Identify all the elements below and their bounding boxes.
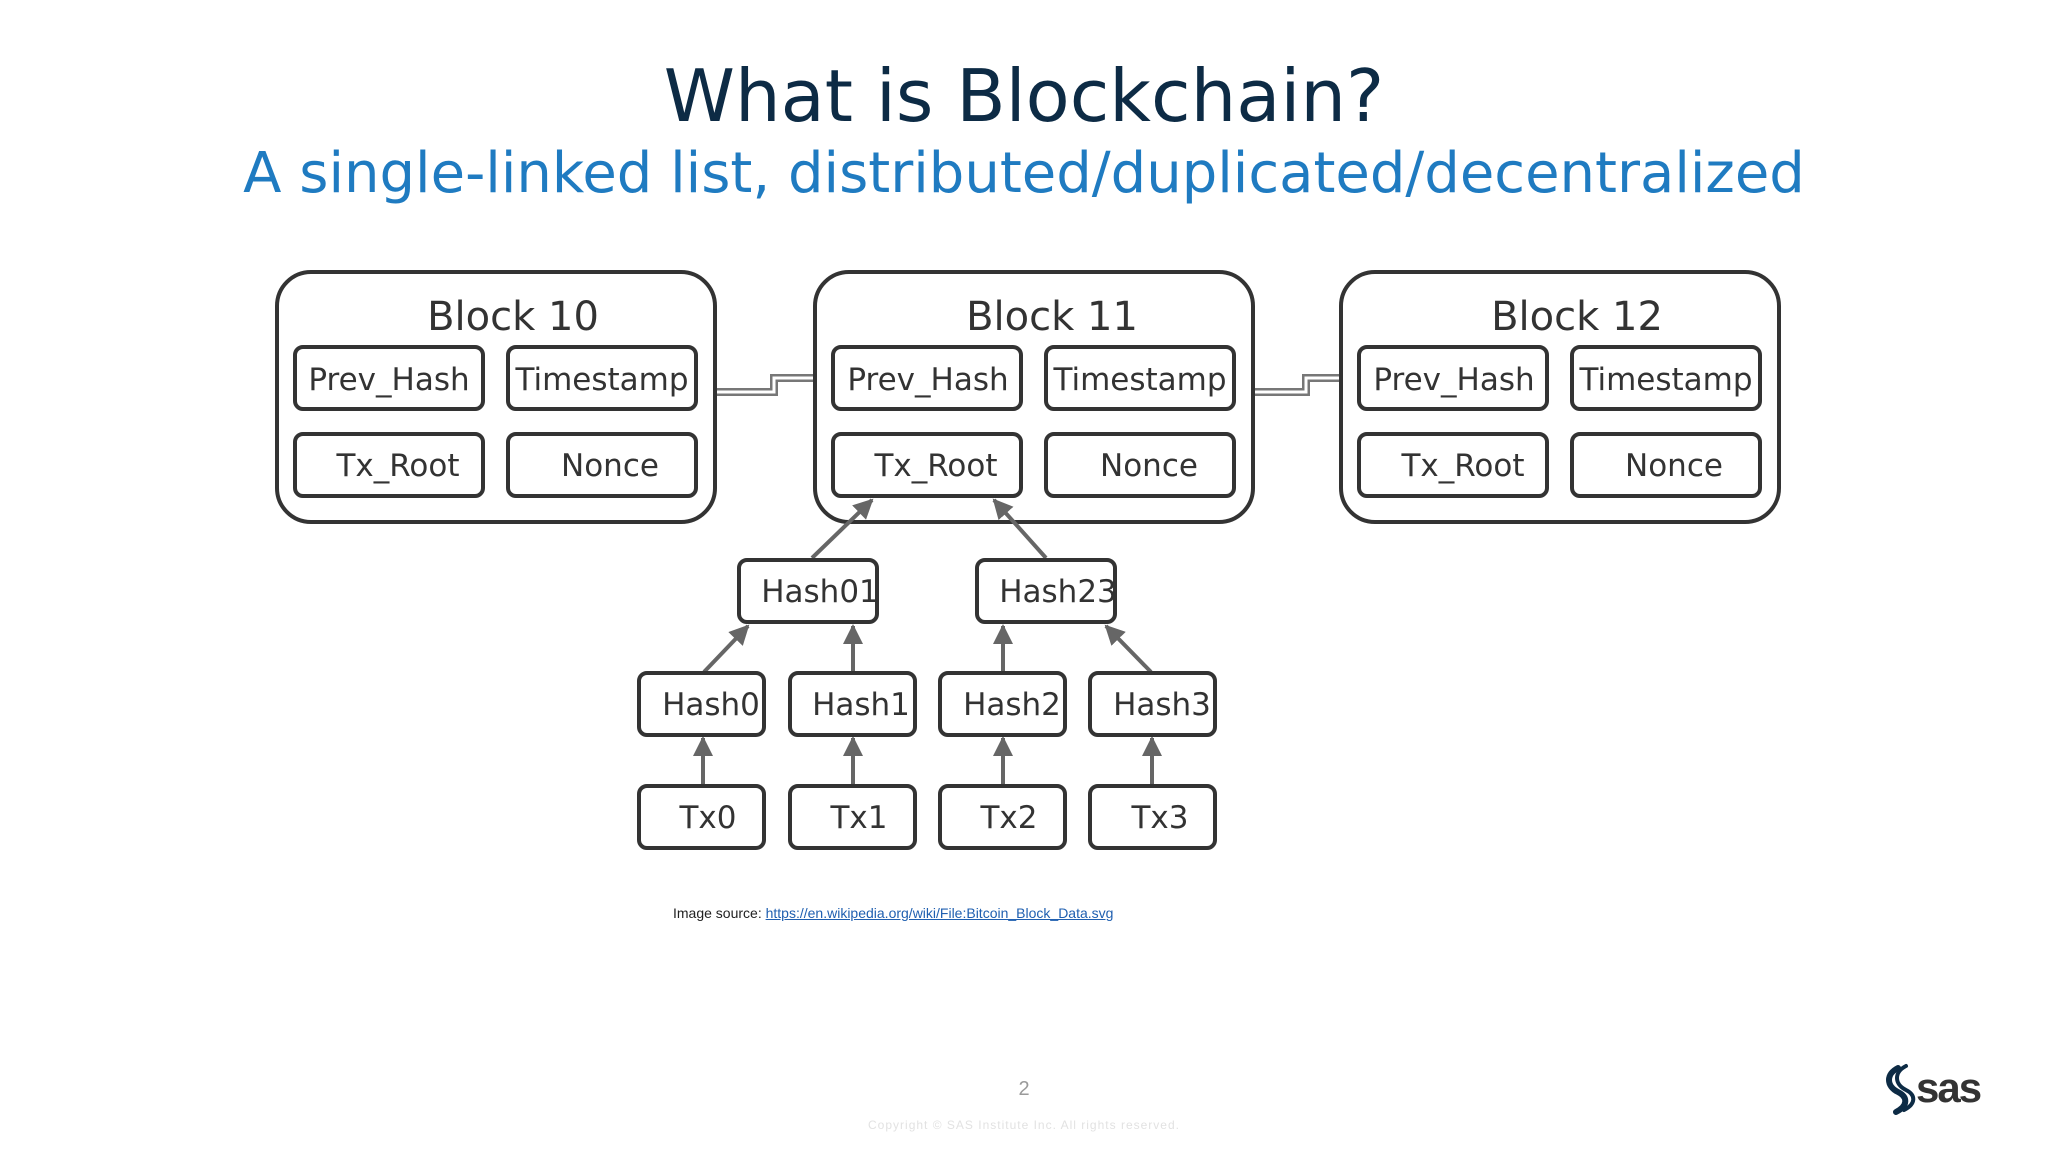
block-11-timestamp: Timestamp [1052,362,1226,398]
block-12-nonce: Nonce [1625,448,1723,484]
block-12-tx-root: Tx_Root [1400,448,1524,484]
svg-text:Hash3: Hash3 [1113,687,1211,723]
block-10-nonce: Nonce [561,448,659,484]
merkle-hash3: Hash3 [1088,671,1217,737]
slide-subtitle: A single-linked list, distributed/duplic… [243,141,1805,206]
merkle-hash2: Hash2 [938,671,1067,737]
block-11-title: Block 11 [966,294,1138,340]
page-number: 2 [1018,1078,1030,1100]
copyright-notice: Copyright © SAS Institute Inc. All right… [868,1118,1180,1132]
block-12-timestamp: Timestamp [1578,362,1752,398]
svg-text:Hash0: Hash0 [662,687,760,723]
image-source-link[interactable]: https://en.wikipedia.org/wiki/File:Bitco… [765,905,1114,921]
svg-text:Hash01: Hash01 [761,574,879,610]
svg-text:Tx1: Tx1 [829,800,887,836]
block-11-prev-hash: Prev_Hash [847,362,1008,398]
block-10-timestamp: Timestamp [514,362,688,398]
merkle-hash01: Hash01 [737,558,879,624]
merkle-tx3: Tx3 [1088,784,1217,850]
block-10-tx-root: Tx_Root [335,448,459,484]
image-source-label: Image source: [673,905,766,921]
svg-text:Hash23: Hash23 [999,574,1117,610]
block-12-prev-hash: Prev_Hash [1373,362,1534,398]
block-10-title: Block 10 [427,294,599,340]
blockchain-diagram: Block 10 Prev_Hash Timestamp Tx_Root Non… [275,270,1781,850]
block-12: Block 12 Prev_Hash Timestamp Tx_Root Non… [1339,270,1781,524]
svg-text:Hash2: Hash2 [963,687,1061,723]
block-11-tx-root: Tx_Root [873,448,997,484]
merkle-tx0: Tx0 [637,784,766,850]
svg-text:Hash1: Hash1 [812,687,910,723]
merkle-tx1: Tx1 [788,784,917,850]
svg-text:Tx3: Tx3 [1130,800,1188,836]
block-11-nonce: Nonce [1100,448,1198,484]
merkle-hash1: Hash1 [788,671,917,737]
svg-text:Tx2: Tx2 [979,800,1037,836]
block-11: Block 11 Prev_Hash Timestamp Tx_Root Non… [813,270,1255,524]
merkle-hash0: Hash0 [637,671,766,737]
slide-title: What is Blockchain? [663,54,1385,138]
image-source: Image source: https://en.wikipedia.org/w… [673,905,1113,921]
merkle-arrows [693,498,1162,784]
merkle-tx2: Tx2 [938,784,1067,850]
block-10-prev-hash: Prev_Hash [308,362,469,398]
chain-link-10-11 [716,369,832,396]
block-12-title: Block 12 [1491,294,1663,340]
merkle-hash23: Hash23 [975,558,1117,624]
svg-text:Tx0: Tx0 [678,800,736,836]
block-10: Block 10 Prev_Hash Timestamp Tx_Root Non… [275,270,717,524]
logo-text: sas [1916,1064,1981,1111]
sas-logo-icon: sas [1886,1064,1983,1115]
